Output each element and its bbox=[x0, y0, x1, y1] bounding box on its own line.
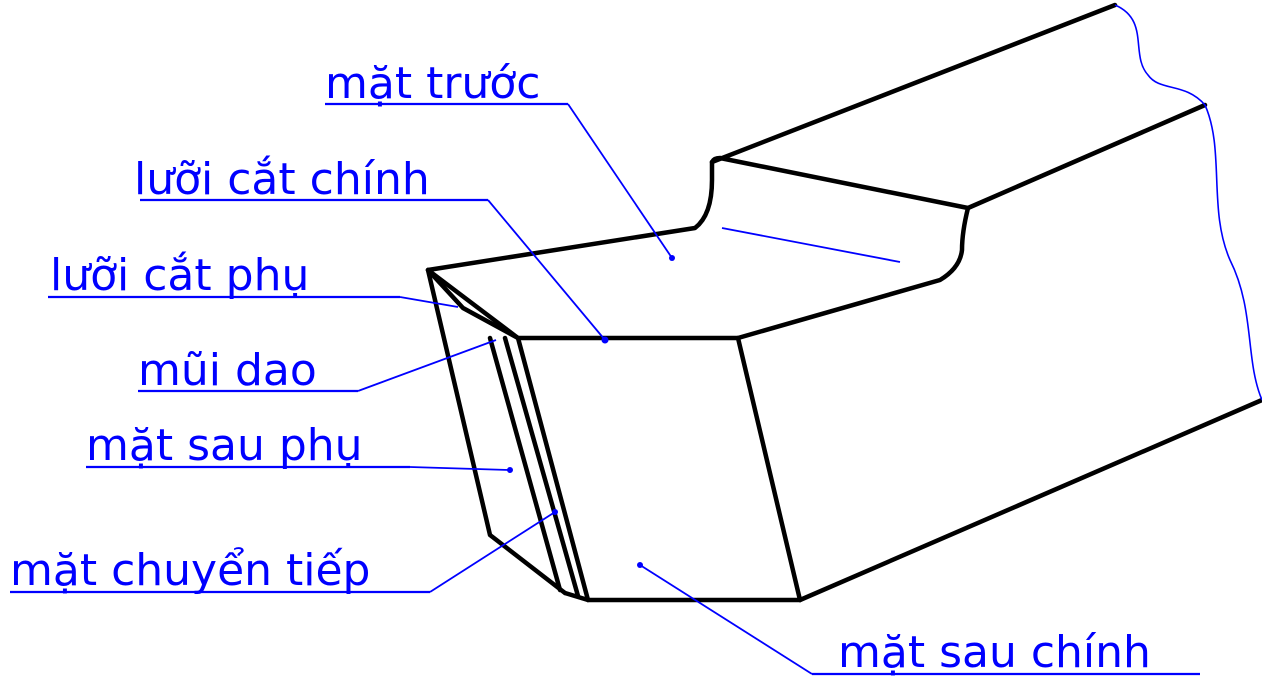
leader-mat-chuyen-tiep bbox=[429, 511, 556, 593]
main-flank-left-edge bbox=[515, 335, 591, 603]
tool-nose-chamfer bbox=[425, 267, 521, 341]
break-line-upper bbox=[1114, 4, 1206, 106]
dot-mat-chuyen-tiep bbox=[552, 509, 558, 515]
labels: mặt trước lưỡi cắt chính lưỡi cắt phụ mũ… bbox=[10, 58, 1151, 678]
leaders bbox=[10, 102, 1200, 676]
shank-top-far-edge bbox=[709, 2, 1118, 165]
leader-mat-sau-phu bbox=[409, 466, 511, 471]
dot-mat-sau-chinh bbox=[637, 562, 643, 568]
leader-luoi-cat-phu bbox=[399, 296, 459, 308]
dot-mat-sau-phu bbox=[507, 467, 513, 473]
leader-mat-sau-chinh bbox=[639, 564, 813, 675]
bottom-edge bbox=[562, 590, 803, 603]
label-luoi-cat-phu: lưỡi cắt phụ bbox=[50, 250, 309, 301]
label-mat-chuyen-tiep: mặt chuyển tiếp bbox=[10, 545, 371, 596]
label-mat-sau-chinh: mặt sau chính bbox=[838, 627, 1151, 678]
break-lines bbox=[1114, 4, 1262, 401]
leader-luoi-cat-chinh bbox=[487, 199, 606, 341]
leader-mat-truoc bbox=[567, 103, 673, 259]
label-luoi-cat-chinh: lưỡi cắt chính bbox=[134, 154, 430, 205]
label-mat-sau-phu: mặt sau phụ bbox=[86, 420, 363, 471]
transition-face-edge-2 bbox=[502, 335, 581, 599]
dot-luoi-cat-chinh bbox=[601, 336, 609, 344]
dot-mat-truoc bbox=[669, 255, 675, 261]
leader-mui-dao bbox=[357, 339, 497, 392]
label-mui-dao: mũi dao bbox=[138, 345, 317, 396]
break-line-lower bbox=[1204, 104, 1262, 401]
rake-face-outline bbox=[425, 155, 971, 341]
shank-bottom-edge bbox=[797, 397, 1262, 603]
shank-top-mid-edge bbox=[965, 102, 1208, 211]
rake-face-inner-line bbox=[721, 227, 901, 263]
main-flank-right-edge bbox=[735, 335, 803, 603]
transition-face-edge-1 bbox=[487, 335, 563, 593]
label-mat-truoc: mặt trước bbox=[325, 58, 540, 109]
